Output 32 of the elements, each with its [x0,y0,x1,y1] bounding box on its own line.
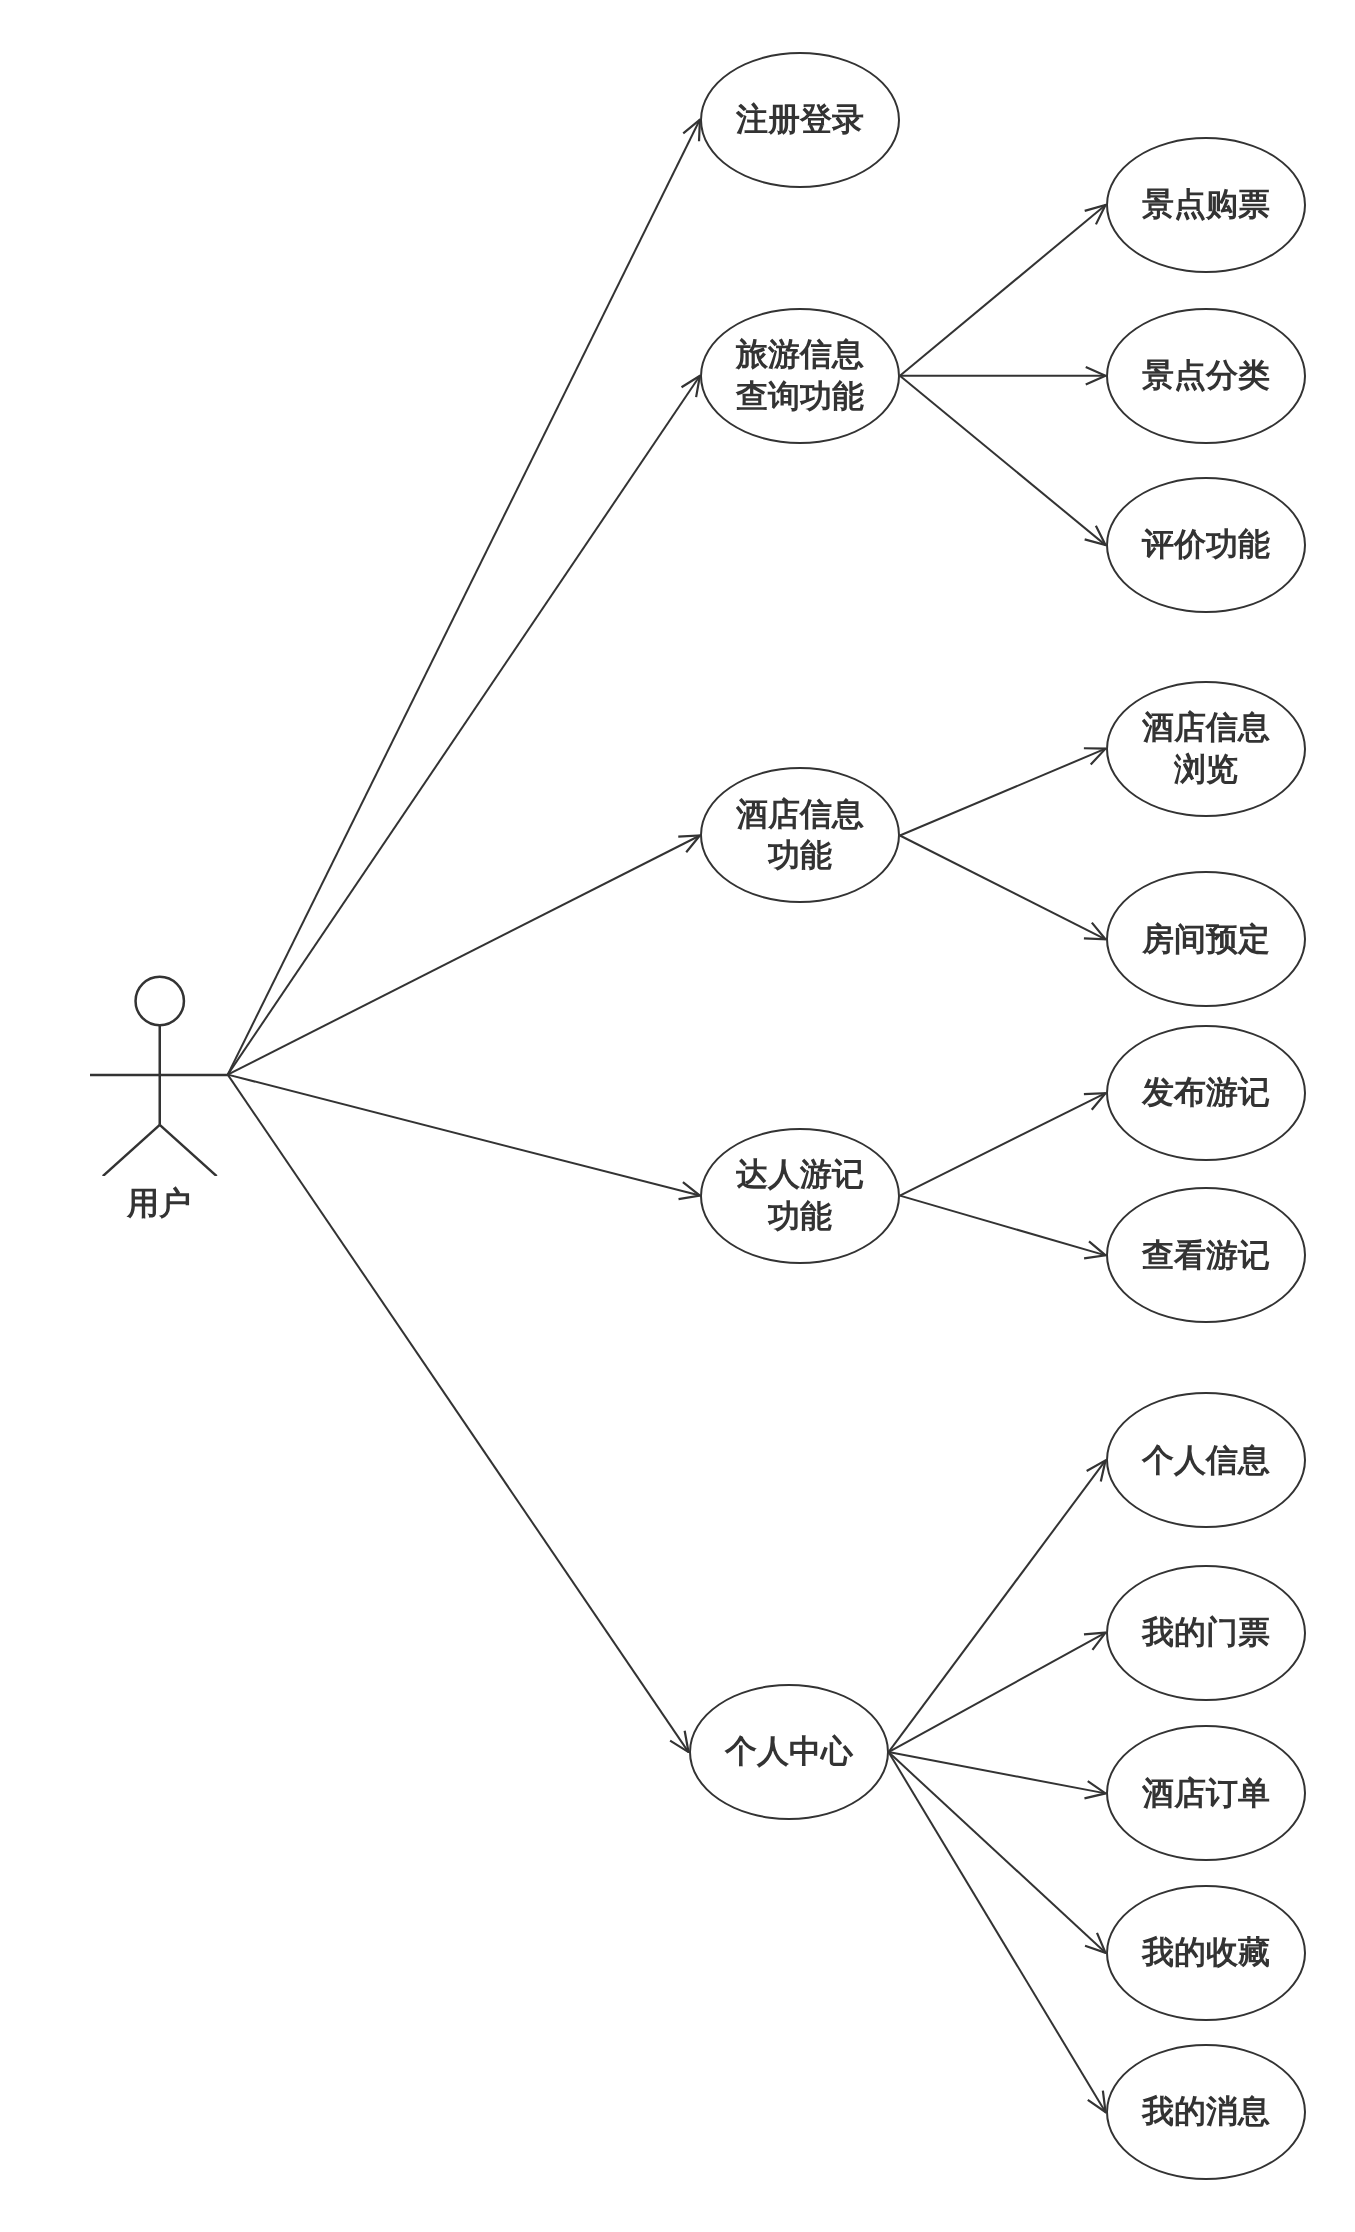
arrow [226,1073,690,1754]
use-case-ellipse: 注册登录 [699,51,900,188]
use-case-ellipse: 发布游记 [1105,1025,1306,1162]
use-case-ellipse: 景点分类 [1105,307,1306,444]
arrow [887,1631,1107,1754]
arrow [898,1092,1107,1197]
use-case-ellipse: 我的消息 [1105,2044,1306,2181]
arrow [226,374,701,1076]
arrow [898,834,1107,941]
arrow [898,203,1107,377]
use-case-ellipse: 个人信息 [1105,1392,1306,1529]
arrow [887,1751,1107,1800]
use-case-ellipse: 房间预定 [1105,871,1306,1008]
use-case-ellipse: 酒店订单 [1105,1725,1306,1862]
use-case-ellipse: 我的收藏 [1105,1884,1306,2021]
use-case-ellipse: 达人游记功能 [699,1127,900,1264]
use-case-ellipse: 评价功能 [1105,477,1306,614]
arrow [898,365,1107,386]
arrow [898,1194,1107,1260]
use-case-ellipse: 酒店信息浏览 [1105,680,1306,817]
actor-label: 用户 [125,1184,192,1223]
arrow [898,747,1107,837]
use-case-ellipse: 旅游信息查询功能 [699,307,900,444]
use-case-ellipse: 酒店信息功能 [699,767,900,904]
arrow [898,374,1107,547]
arrow [226,1073,701,1201]
use-case-ellipse: 景点购票 [1105,136,1306,273]
arrow [226,834,701,1076]
use-case-ellipse: 个人中心 [688,1684,889,1821]
use-case-ellipse: 我的门票 [1105,1564,1306,1701]
use-case-ellipse: 查看游记 [1105,1187,1306,1324]
arrow [887,1751,1107,2114]
